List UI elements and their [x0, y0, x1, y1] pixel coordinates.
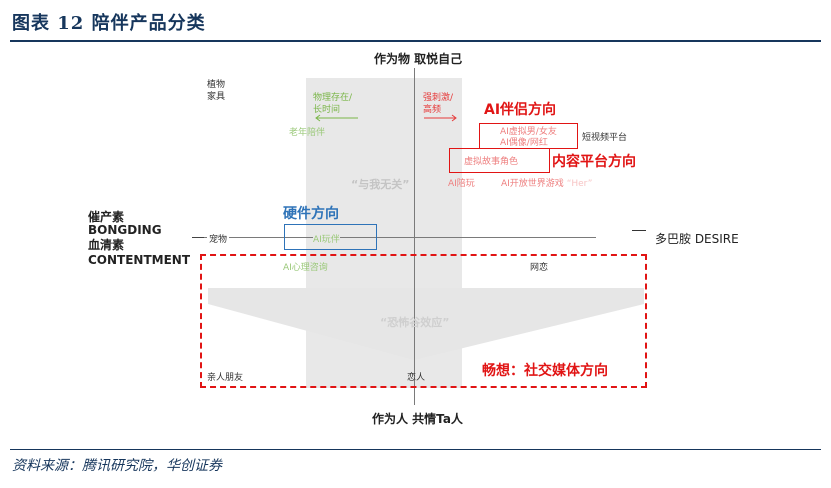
- heading-content-platform-direction: 内容平台方向: [552, 154, 636, 170]
- item-strong-stimulus: 强刺激/ 高频: [423, 93, 454, 115]
- horizontal-axis: [193, 237, 596, 238]
- axis-left-line-4: CONTENTMENT: [88, 253, 191, 267]
- heading-hardware-direction: 硬件方向: [283, 206, 339, 222]
- item-family-friends: 亲人朋友: [207, 373, 244, 383]
- item-ai-companion-play: AI陪玩: [448, 179, 475, 189]
- axis-right-label: 多巴胺 DESIRE: [655, 232, 739, 246]
- source-divider: [10, 449, 821, 450]
- item-ai-counseling: AI心理咨询: [283, 263, 328, 273]
- content-platform-box: [449, 148, 550, 173]
- item-physical-presence: 物理存在/ 长时间: [313, 93, 353, 115]
- item-online-romance: 网恋: [530, 263, 549, 273]
- axis-left-line-1: 催产素: [88, 210, 125, 224]
- arrow-left-icon: [315, 114, 358, 122]
- figure-title: 图表 12 陪伴产品分类: [12, 13, 206, 34]
- item-ai-toy: AI玩伴: [313, 232, 340, 245]
- item-ai-idol: AI偶像/网红: [500, 138, 548, 148]
- item-ai-open-world-game: AI开放世界游戏 “Her”: [501, 179, 593, 189]
- item-pet: 宠物: [207, 232, 230, 245]
- figure-source: 资料来源：腾讯研究院，华创证券: [12, 458, 222, 474]
- item-elderly-companion: 老年陪伴: [289, 128, 326, 138]
- item-lover: 恋人: [407, 373, 426, 383]
- item-virtual-story-character: 虚拟故事角色: [464, 157, 519, 167]
- axis-left-line-2: BONGDING: [88, 223, 162, 237]
- axis-bottom-label: 作为人 共情Ta人: [372, 412, 463, 426]
- item-plants-furniture: 植物 家具: [207, 80, 226, 102]
- heading-social-media-direction: 畅想：社交媒体方向: [482, 363, 608, 379]
- axis-top-label: 作为物 取悦自己: [374, 52, 463, 66]
- item-short-video-platform: 短视频平台: [582, 133, 628, 143]
- item-ai-virtual-partner: AI虚拟男/女友: [500, 127, 557, 137]
- heading-ai-companion-direction: AI伴侣方向: [484, 102, 557, 118]
- item-uncanny-valley: “恐怖谷效应”: [380, 316, 450, 329]
- arrow-right-icon: [424, 114, 457, 122]
- pet-tick: [192, 237, 204, 238]
- item-unrelated-quote: “与我无关”: [351, 178, 410, 191]
- social-media-dashed-box: [200, 254, 647, 388]
- axis-right-tick: [632, 230, 646, 231]
- funnel-arrow: [208, 288, 644, 360]
- title-divider: [10, 40, 821, 42]
- hardware-box: [284, 224, 377, 250]
- axis-left-line-3: 血清素: [88, 238, 125, 252]
- vertical-axis: [414, 68, 415, 405]
